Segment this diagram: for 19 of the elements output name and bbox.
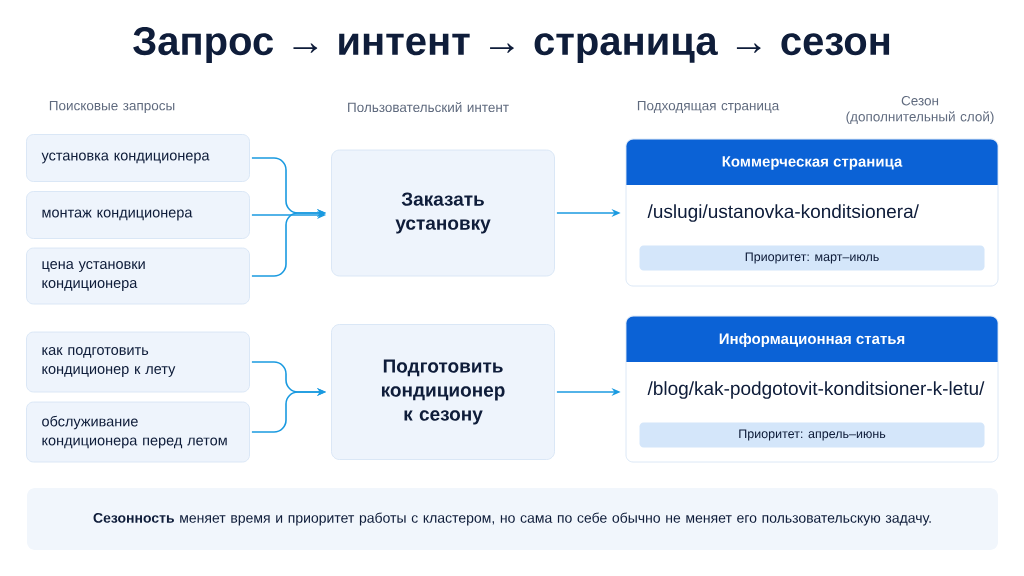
intent-box: Подготовить кондиционер к сезону: [331, 324, 555, 460]
card-header: Коммерческая страница: [626, 139, 998, 185]
query-box: как подготовить кондиционер к лету: [26, 331, 250, 393]
priority-bar: Приоритет: апрель–июнь: [639, 422, 985, 448]
url-text: /blog/kak-podgotovit-konditsioner-k-letu/: [647, 381, 985, 399]
url-text: /uslugi/ustanovka-konditsionera/: [647, 204, 919, 222]
intent-box: Заказать установку: [331, 149, 555, 277]
query-box: обслуживание кондиционера перед летом: [26, 401, 250, 463]
title: Запрос → интент → страница → сезон: [133, 26, 890, 64]
query-box: монтаж кондиционера: [26, 191, 250, 239]
column-heading: Пользовательский интент: [348, 101, 509, 113]
note-box: Сезонность меняет время и приоритет работы с кластером, но сама по себе обычно не меняет его пользовательскую задачу.: [27, 488, 998, 550]
column-heading: Сезон (дополнительный слой): [846, 95, 994, 125]
priority-bar: Приоритет: март–июль: [639, 245, 985, 271]
column-heading: Подходящая страница: [637, 100, 780, 114]
query-box: установка кондиционера: [26, 134, 250, 182]
column-heading: Поисковые запросы: [49, 100, 175, 114]
card-header: Информационная статья: [626, 316, 998, 362]
query-box: цена установки кондиционера: [26, 247, 250, 305]
